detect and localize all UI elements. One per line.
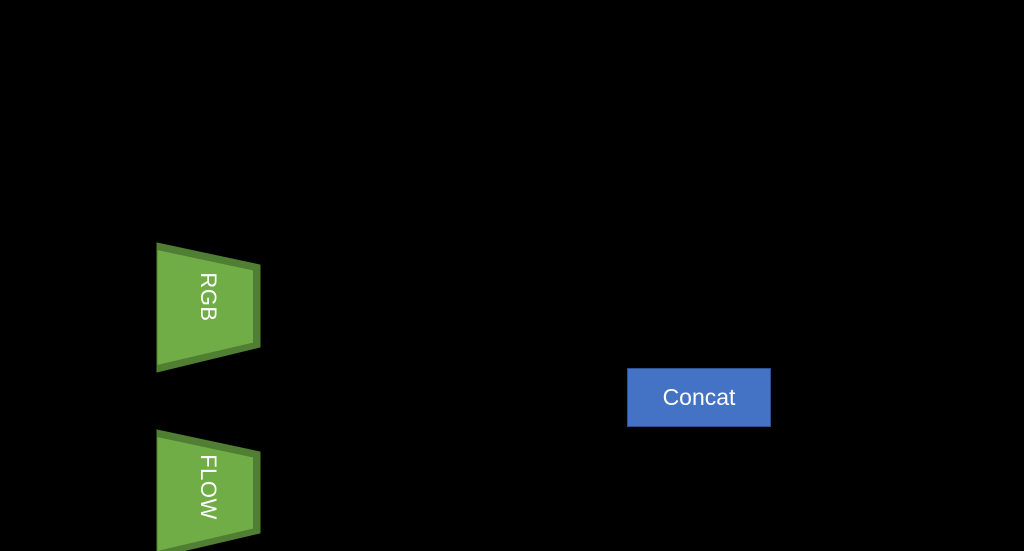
concat-node-label: Concat	[662, 384, 736, 410]
rgb-trapezoid-bottom-edge	[157, 341, 260, 372]
rgb-trapezoid-top-edge	[157, 243, 260, 272]
concat-node[interactable]: Concat	[627, 368, 771, 427]
rgb-stream-shape[interactable]	[156, 242, 261, 373]
flow-trapezoid-right-edge	[253, 452, 260, 533]
flow-trapezoid-bottom-edge	[157, 527, 260, 551]
flow-stream-shape[interactable]	[156, 429, 261, 551]
rgb-trapezoid-right-edge	[253, 265, 260, 347]
flow-trapezoid-top-edge	[157, 430, 260, 459]
